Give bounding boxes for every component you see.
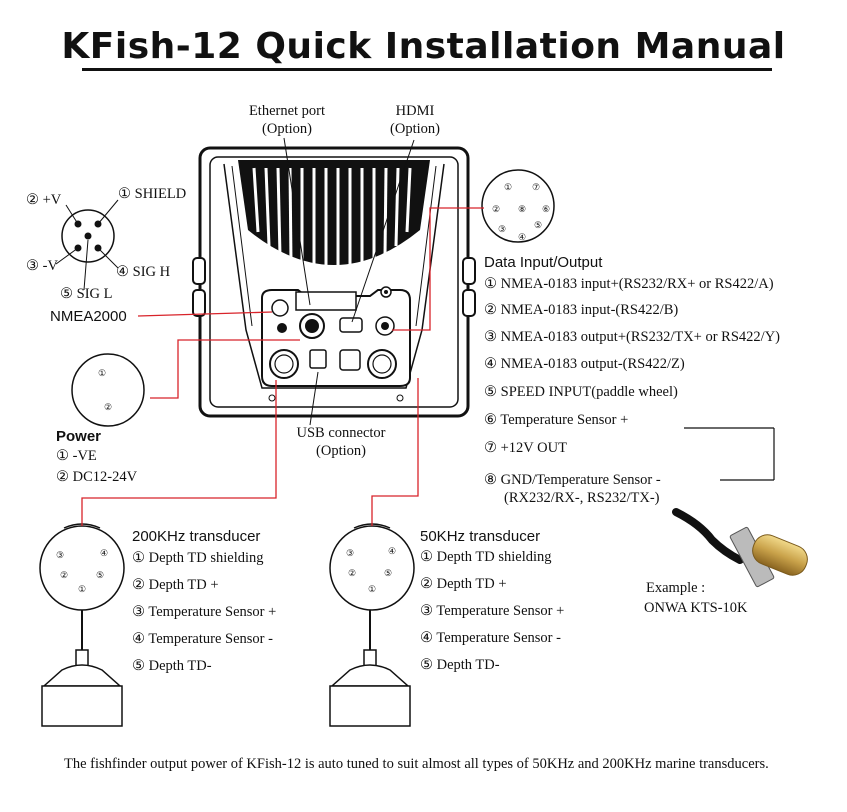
hdmi-line2: (Option) — [390, 121, 440, 137]
t50-pin-3: ③ — [346, 548, 354, 558]
pin-marks: ① ② ① ② ③ ④ ⑤ ⑥ ⑦ ⑧ ① ② ③ ④ ⑤ ① ② ③ ④ ⑤ — [56, 182, 550, 594]
nmea2000-label: NMEA2000 — [50, 308, 127, 325]
t50-pin-5: ⑤ — [384, 568, 392, 578]
data-io-item-3: ③ NMEA-0183 output+(RS232/TX+ or RS422/Y… — [484, 329, 780, 345]
data-io-item-7: ⑦ +12V OUT — [484, 440, 567, 456]
t200-item-5: ⑤ Depth TD- — [132, 658, 212, 674]
transducer-50-drawing — [329, 523, 415, 727]
nmea2000-pin-5: ⑤ SIG L — [60, 286, 113, 302]
t50-item-2: ② Depth TD + — [420, 576, 507, 592]
data-io-item-2: ② NMEA-0183 input-(RS422/B) — [484, 302, 679, 318]
io-pin-2: ② — [492, 204, 500, 214]
power-pin-2: ② — [104, 402, 112, 412]
io-pin-4: ④ — [518, 232, 526, 242]
data-io-item-8-cont: (RX232/RX-, RS232/TX-) — [504, 490, 660, 506]
power-item-1: ① -VE — [56, 448, 97, 464]
power-heading: Power — [56, 428, 102, 445]
nmea2000-connector — [55, 199, 119, 291]
hdmi-label: HDMI (Option) — [370, 102, 460, 138]
nmea2000-pin-2: ② +V — [26, 192, 62, 208]
ethernet-line2: (Option) — [262, 121, 312, 137]
io-pin-6: ⑥ — [542, 204, 550, 214]
example-model: ONWA KTS-10K — [644, 600, 748, 616]
t200-pin-4: ④ — [100, 548, 108, 558]
t200-pin-5: ⑤ — [96, 570, 104, 580]
page-title: KFish-12 Quick Installation Manual — [61, 26, 786, 67]
io-pin-7: ⑦ — [532, 182, 540, 192]
t200-item-4: ④ Temperature Sensor - — [132, 631, 273, 647]
transducer-200-drawing — [39, 523, 125, 727]
data-io-item-6: ⑥ Temperature Sensor + — [484, 412, 629, 428]
data-io-item-4: ④ NMEA-0183 output-(RS422/Z) — [484, 356, 685, 372]
red-wiring — [81, 207, 484, 526]
data-io-heading: Data Input/Output — [484, 254, 603, 271]
io-pin-1: ① — [504, 182, 512, 192]
usb-label: USB connector (Option) — [276, 424, 406, 460]
t50-pin-1: ① — [368, 584, 376, 594]
nmea2000-pin-3: ③ -V — [26, 258, 58, 274]
data-io-item-1: ① NMEA-0183 input+(RS232/RX+ or RS422/A) — [484, 276, 774, 292]
nmea2000-pin-4: ④ SIG H — [116, 264, 171, 280]
t50-item-3: ③ Temperature Sensor + — [420, 603, 565, 619]
t200-pin-1: ① — [78, 584, 86, 594]
t200-pin-2: ② — [60, 570, 68, 580]
power-connector — [71, 353, 145, 427]
footer-note: The fishfinder output power of KFish-12 … — [64, 756, 769, 772]
t200-item-3: ③ Temperature Sensor + — [132, 604, 277, 620]
temp-sensor-bracket — [684, 427, 775, 481]
temperature-sensor-image — [672, 508, 808, 588]
io-pin-5: ⑤ — [534, 220, 542, 230]
nmea2000-pin-1: ① SHIELD — [118, 186, 187, 202]
data-io-item-5: ⑤ SPEED INPUT(paddle wheel) — [484, 384, 678, 400]
device-back-panel — [192, 146, 476, 418]
t50-pin-2: ② — [348, 568, 356, 578]
io-pin-8: ⑧ — [518, 204, 526, 214]
usb-line2: (Option) — [316, 443, 366, 459]
t200-pin-3: ③ — [56, 550, 64, 560]
hdmi-line1: HDMI — [395, 103, 435, 119]
t50-item-5: ⑤ Depth TD- — [420, 657, 500, 673]
transducer-200-heading: 200KHz transducer — [132, 528, 261, 545]
power-pin-1: ① — [98, 368, 106, 378]
usb-line1: USB connector — [296, 425, 386, 441]
data-io-item-8: ⑧ GND/Temperature Sensor - — [484, 472, 661, 488]
t200-item-2: ② Depth TD + — [132, 577, 219, 593]
t50-item-1: ① Depth TD shielding — [420, 549, 552, 565]
t50-pin-4: ④ — [388, 546, 396, 556]
power-item-2: ② DC12-24V — [56, 469, 138, 485]
example-label: Example : — [646, 580, 706, 596]
io-pin-3: ③ — [498, 224, 506, 234]
ethernet-line1: Ethernet port — [248, 103, 326, 119]
ethernet-port-label: Ethernet port (Option) — [222, 102, 352, 138]
title-underline — [82, 68, 772, 71]
label-leader-lines — [283, 137, 415, 426]
transducer-50-heading: 50KHz transducer — [420, 528, 541, 545]
t50-item-4: ④ Temperature Sensor - — [420, 630, 561, 646]
data-io-connector — [481, 169, 555, 243]
t200-item-1: ① Depth TD shielding — [132, 550, 264, 566]
